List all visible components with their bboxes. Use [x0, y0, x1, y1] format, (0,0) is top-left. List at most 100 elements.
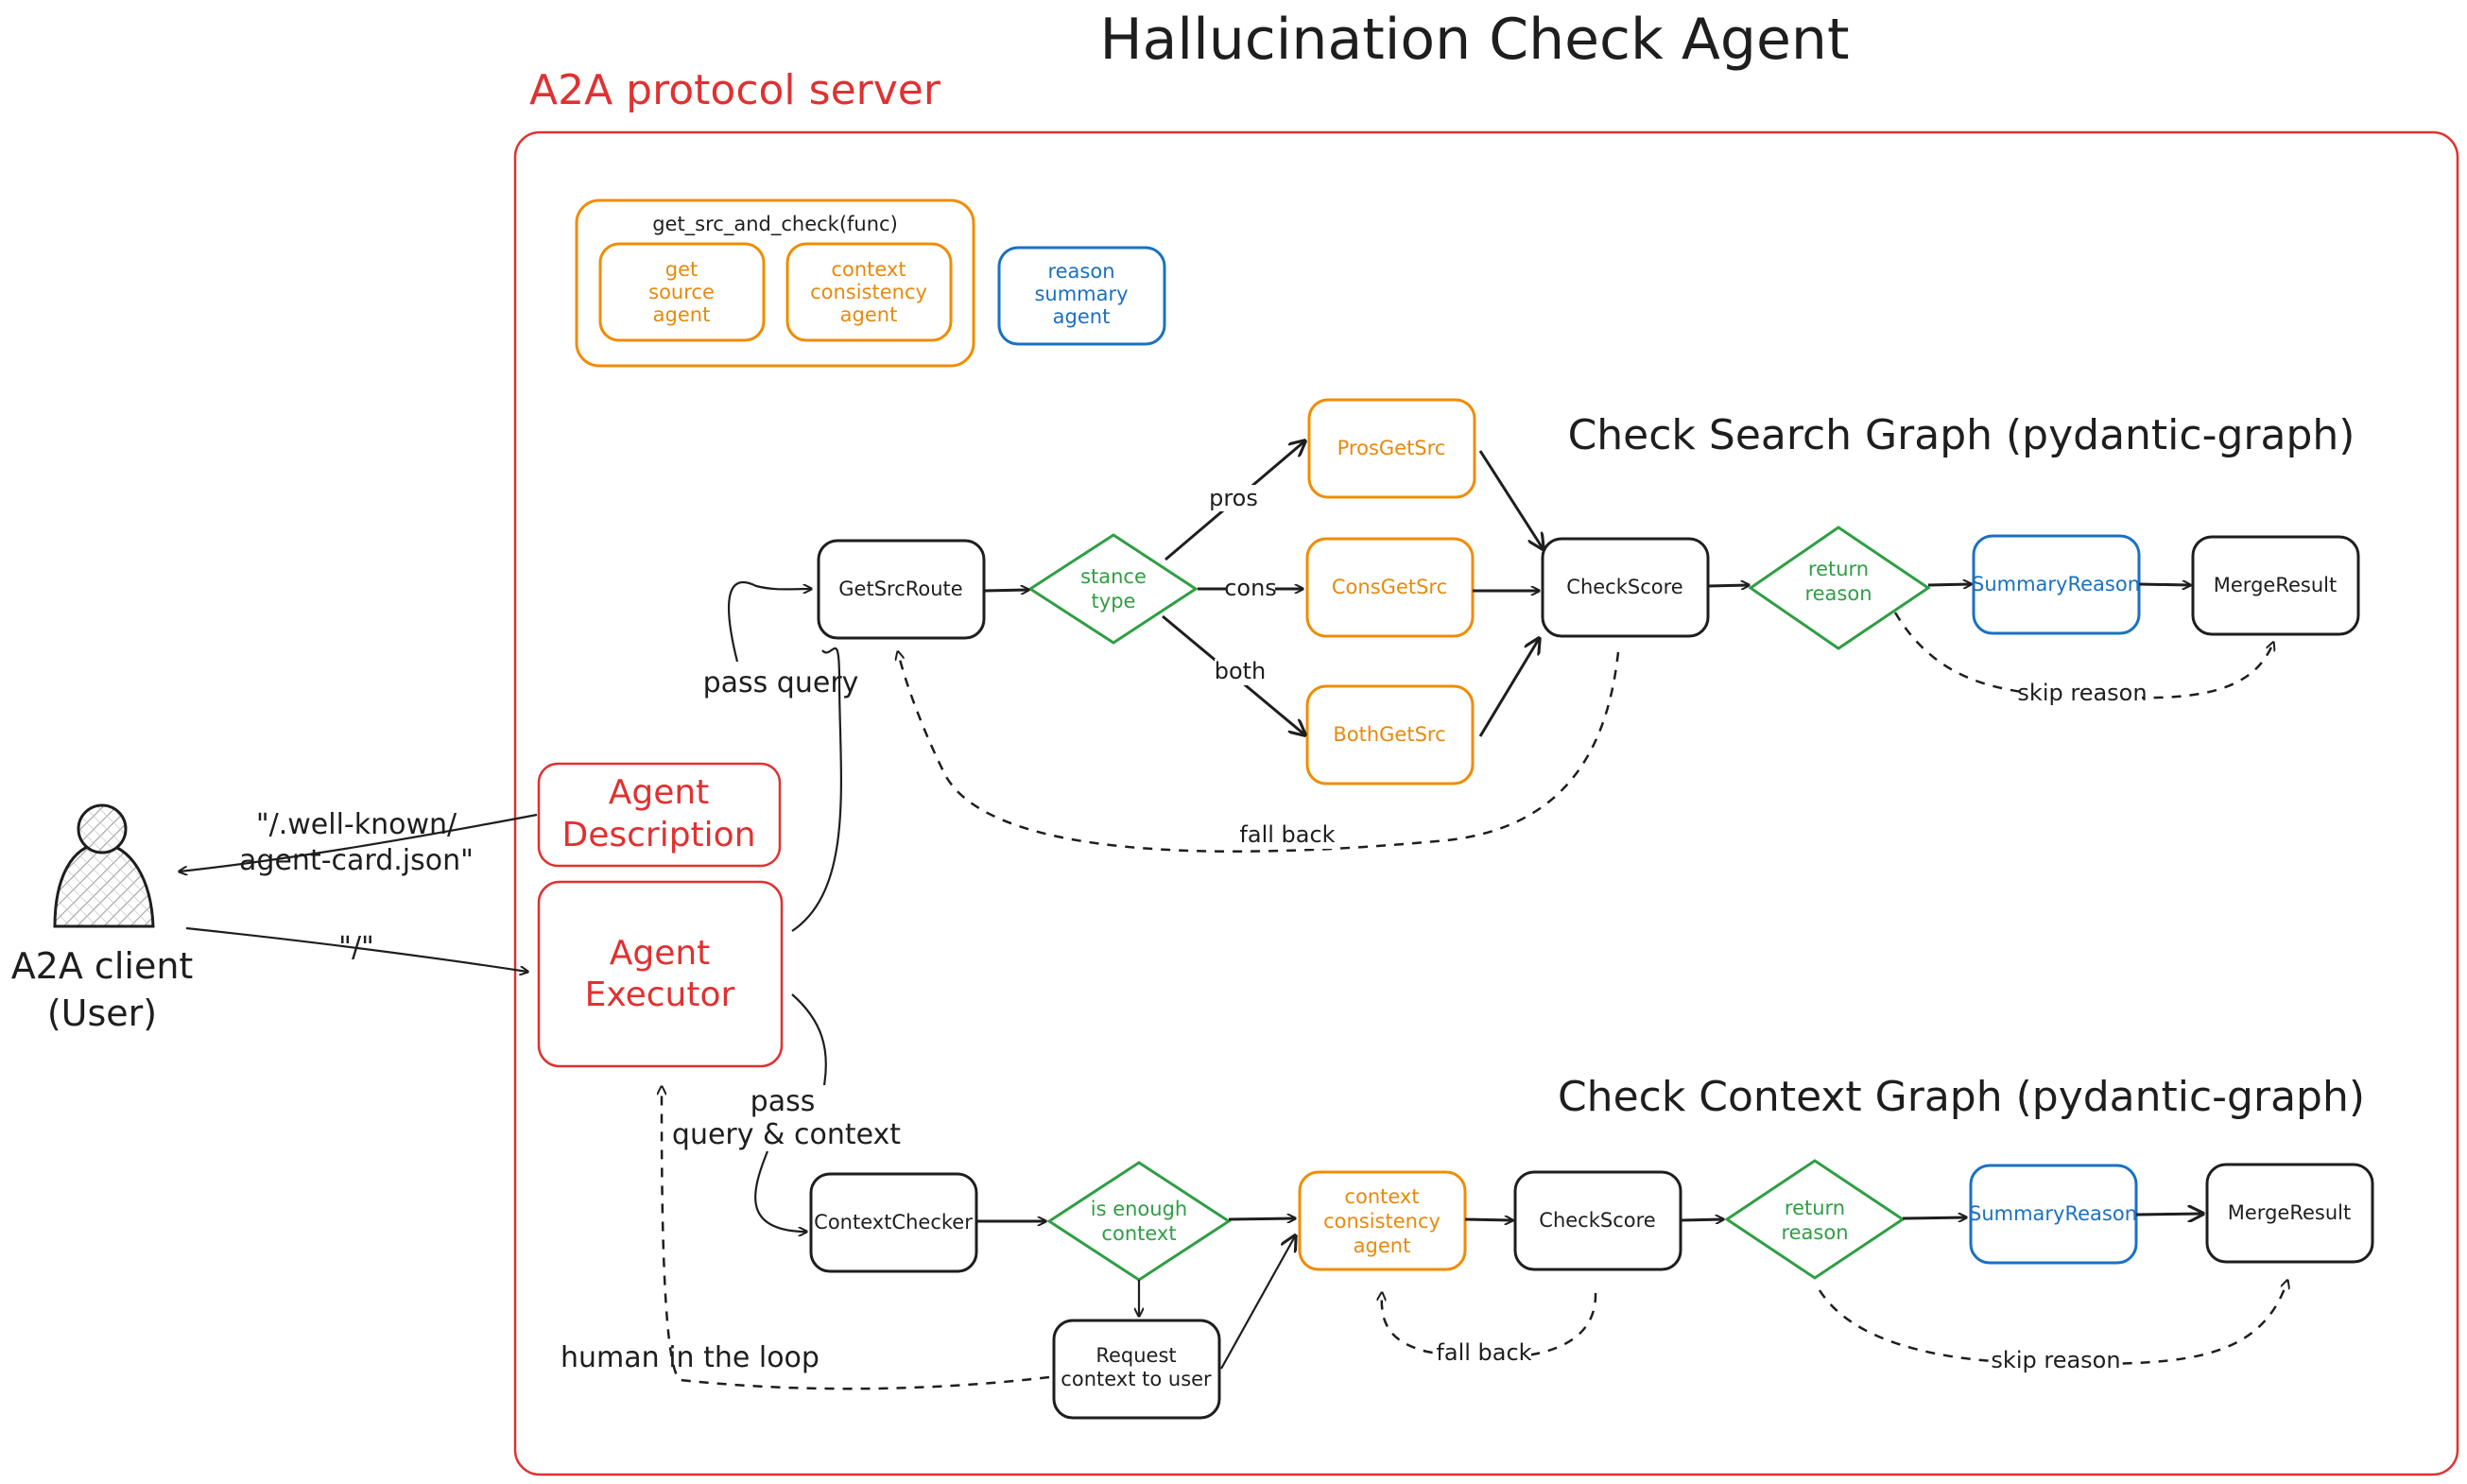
agent-executor-line1: Agent: [610, 934, 711, 973]
search-skip-reason-label: skip reason: [2017, 680, 2147, 706]
edge-request-to-consistency: [1220, 1236, 1295, 1370]
search-merge-result-node[interactable]: [2191, 535, 2360, 636]
cons-label-bg: [1226, 575, 1275, 601]
func-context-consistency-line2: consistency: [810, 281, 927, 303]
user-icon: [53, 803, 155, 928]
edge-search-skip-reason: [1893, 612, 2273, 699]
client-label-line2: (User): [47, 992, 157, 1034]
stance-type-line2: type: [1092, 590, 1136, 613]
context-skip-label-bg: [1996, 1348, 2115, 1374]
client-label-line1: A2A client: [11, 945, 194, 987]
get-src-route-label: GetSrcRoute: [838, 578, 962, 600]
context-graph-title: Check Context Graph (pydantic-graph): [1558, 1073, 2365, 1121]
get-source-agent-line1: get: [665, 258, 698, 281]
reason-summary-line2: summary: [1034, 283, 1128, 305]
context-merge-result-node[interactable]: [2205, 1163, 2374, 1264]
edge-return-to-summary: [1902, 1217, 1966, 1218]
reason-summary-line3: agent: [1053, 305, 1111, 328]
edge-pass-context-lower: [754, 1150, 806, 1232]
edge-return-summary: [1927, 584, 1971, 585]
well-known-label-line1: "/.well-known/: [256, 808, 457, 841]
request-context-node[interactable]: [1052, 1319, 1221, 1420]
edge-both-check: [1478, 639, 1539, 737]
func-context-consistency-line1: context: [831, 258, 906, 281]
edge-summary-merge: [2138, 584, 2190, 585]
edge-pass-query-lower: [791, 647, 843, 932]
context-fall-back-bg: [1437, 1340, 1531, 1367]
request-context-line2: context to user: [1061, 1368, 1212, 1390]
pass-context-label-line2: query & context: [672, 1118, 901, 1151]
page-title: Hallucination Check Agent: [1100, 7, 1850, 73]
agent-executor-line2: Executor: [585, 975, 735, 1014]
edge-root-request: [185, 926, 527, 972]
context-skip-reason-label: skip reason: [1991, 1347, 2120, 1373]
context-consistency-line1: context: [1344, 1185, 1419, 1208]
context-merge-result-label: MergeResult: [2228, 1201, 2351, 1224]
edge-agent-card: [180, 813, 538, 871]
edge-summary-to-merge: [2135, 1214, 2202, 1215]
reason-summary-agent-node[interactable]: [997, 246, 1166, 346]
request-context-line1: Request: [1095, 1344, 1176, 1367]
func-group-label: get_src_and_check(func): [652, 213, 898, 236]
context-return-reason-line1: return: [1785, 1197, 1845, 1219]
both-label-bg: [1215, 659, 1264, 685]
agent-description-node[interactable]: [537, 762, 782, 868]
context-fall-back-label: fall back: [1436, 1339, 1531, 1366]
cons-get-src-node[interactable]: [1305, 537, 1475, 638]
search-check-score-node[interactable]: [1541, 537, 1710, 638]
agent-description-line2: Description: [561, 816, 755, 854]
is-enough-context-line2: context: [1101, 1222, 1176, 1245]
edge-pass-context-upper: [791, 993, 827, 1086]
get-source-agent-line3: agent: [653, 303, 711, 326]
agent-description-line1: Agent: [609, 773, 710, 812]
reason-summary-line1: reason: [1047, 260, 1114, 283]
context-consistency-line2: consistency: [1323, 1210, 1441, 1233]
edge-check-return: [1707, 585, 1749, 586]
edge-pros-check: [1478, 450, 1543, 548]
server-title: A2A protocol server: [529, 66, 941, 114]
context-return-reason-decision[interactable]: [1724, 1159, 1906, 1280]
edge-search-fall-back: [898, 652, 1620, 853]
agent-executor-node[interactable]: [537, 880, 784, 1068]
pros-get-src-label: ProsGetSrc: [1337, 437, 1446, 459]
search-merge-result-label: MergeResult: [2214, 574, 2337, 596]
edge-pass-query-upper: [727, 580, 811, 663]
edge-enough-to-consistency: [1228, 1218, 1295, 1219]
context-consistency-line3: agent: [1354, 1234, 1411, 1257]
search-check-score-label: CheckScore: [1566, 576, 1682, 598]
edge-route-to-stance: [983, 590, 1028, 591]
root-label: "/": [338, 931, 374, 964]
human-in-loop-label: human in the loop: [561, 1341, 819, 1374]
func-context-consistency-agent-node[interactable]: [785, 242, 953, 342]
edge-context-fall-back: [1382, 1293, 1597, 1359]
search-graph-title: Check Search Graph (pydantic-graph): [1568, 411, 2355, 459]
stance-type-decision[interactable]: [1027, 533, 1199, 645]
pass-context-label-line1: pass: [750, 1085, 816, 1118]
get-source-agent-node[interactable]: [598, 242, 766, 342]
func-context-consistency-line3: agent: [840, 303, 898, 326]
get-source-agent-line2: source: [648, 281, 715, 303]
pass-query-label: pass query: [703, 666, 859, 699]
edge-check-to-return: [1680, 1219, 1723, 1220]
context-check-score-node[interactable]: [1513, 1170, 1682, 1271]
is-enough-context-decision[interactable]: [1046, 1161, 1232, 1282]
context-return-reason-line2: reason: [1781, 1221, 1848, 1244]
both-get-src-label: BothGetSrc: [1333, 723, 1445, 746]
server-boundary: [513, 130, 2459, 1476]
edge-consistency-to-check: [1464, 1219, 1512, 1220]
search-fall-back-bg: [1240, 822, 1335, 849]
edge-context-skip-reason: [1818, 1281, 2287, 1366]
search-summary-reason-label: SummaryReason: [1972, 573, 2140, 595]
cons-label: cons: [1224, 575, 1277, 601]
is-enough-context-line1: is enough: [1091, 1198, 1187, 1220]
well-known-label-line2: agent-card.json": [239, 844, 474, 877]
search-return-reason-line2: reason: [1804, 582, 1872, 605]
stance-type-line1: stance: [1080, 565, 1147, 588]
cons-get-src-label: ConsGetSrc: [1332, 576, 1447, 598]
context-checker-label: ContextChecker: [814, 1211, 973, 1234]
pros-get-src-node[interactable]: [1307, 398, 1476, 499]
pros-label-bg: [1210, 485, 1257, 511]
search-skip-label-bg: [2023, 681, 2142, 707]
search-return-reason-decision[interactable]: [1748, 526, 1931, 650]
